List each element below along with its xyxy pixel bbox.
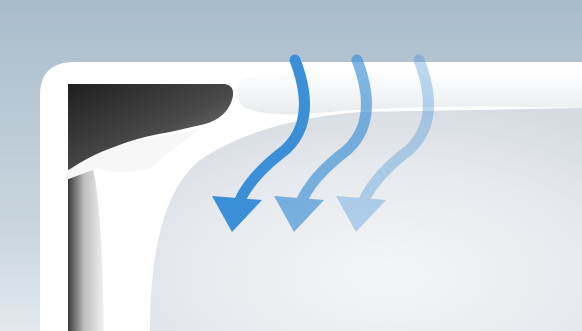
illustration-canvas: [0, 0, 582, 331]
toilet-rim-illustration: [0, 0, 582, 331]
